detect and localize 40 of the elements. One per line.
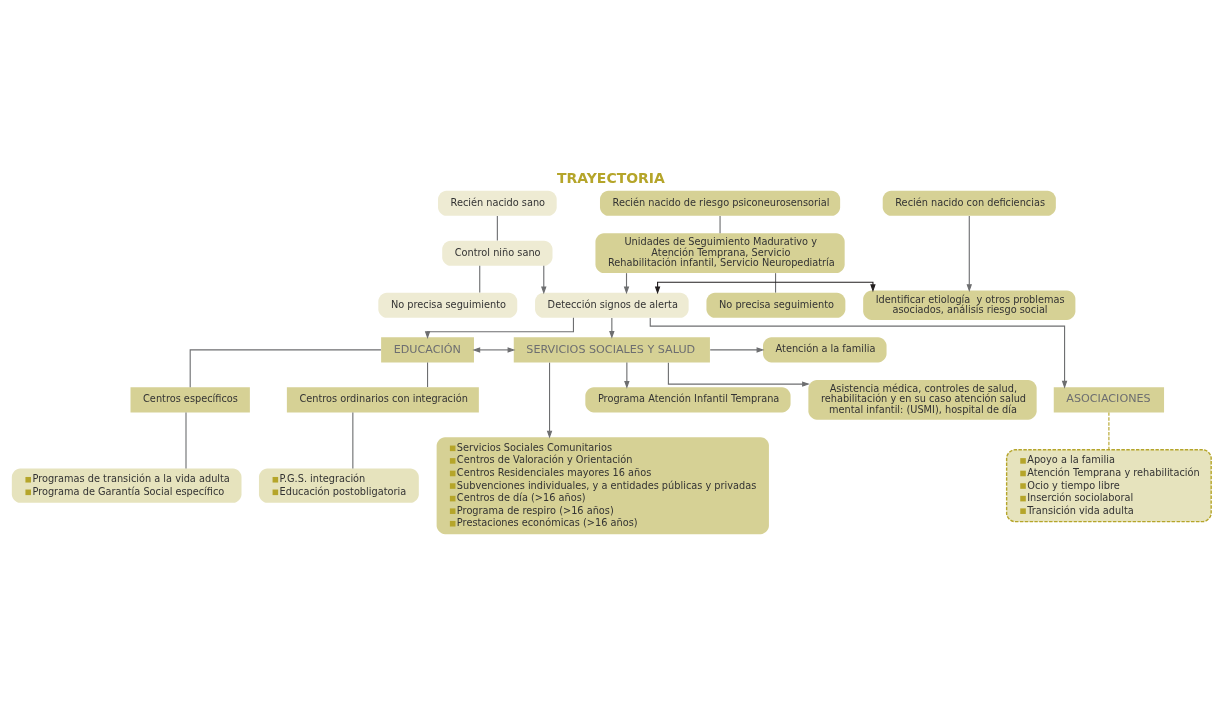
node-box: No precisa seguimiento [378, 292, 518, 318]
connector [185, 411, 187, 469]
node-box: Apoyo a la familia Atención Temprana y rehabilitación Ocio y tiempo libre Inserción sociolaboral Transición vida adulta [1005, 448, 1212, 522]
arrow [654, 281, 876, 294]
arrow [624, 361, 630, 389]
connector [427, 361, 429, 388]
node-box: Asistencia médica, controles de salud, rehabilitación y en su caso atención salud mental infantil: (USMI), hospital de día [808, 379, 1037, 420]
node-box: Recién nacido con deficiencias [882, 190, 1056, 216]
arrow [649, 316, 1068, 389]
arrow [541, 264, 547, 294]
node-box: Unidades de Seguimiento Madurativo y Atención Temprana, Servicio Rehabilitación infantil, Servicio Neuropediatría [595, 232, 845, 273]
node-box: No precisa seguimiento [706, 292, 846, 318]
node-box: SERVICIOS SOCIALES Y SALUD [513, 336, 710, 362]
node-box: Control niño sano [442, 240, 553, 266]
connector [352, 411, 354, 469]
arrow [546, 361, 553, 439]
node-box: EDUCACIÓN [381, 336, 474, 362]
connector [496, 214, 498, 241]
node-box: Programas de transición a la vida adulta Programa de Garantía Social específico [11, 468, 242, 503]
node-box: Centros ordinarios con integración [286, 386, 479, 412]
connector [1108, 411, 1110, 450]
connector [775, 272, 777, 293]
node-box: Detección signos de alerta [535, 292, 689, 318]
node-box: ASOCIACIONES [1053, 386, 1165, 412]
node-box: Centros específicos [130, 386, 250, 412]
node-box: Identificar etiología y otros problemas asociados, análisis riesgo social [863, 290, 1076, 320]
arrow [966, 214, 973, 292]
connector [479, 264, 481, 293]
arrow [667, 361, 810, 387]
diagram-title: TRAYECTORIA [557, 169, 665, 186]
node-box: Recién nacido sano [438, 190, 557, 216]
node-box: Recién nacido de riesgo psiconeurosensorial [600, 190, 841, 216]
node-box: Atención a la familia [763, 336, 887, 362]
connector [189, 348, 382, 388]
node-box: Servicios Sociales Comunitarios Centros de Valoración y Orientación Centros Residenciales mayores 16 años Subvenciones individuales, y a entidades públicas y privadas Centros de día (>16 años) Programa de respiro (>16 años) Prestaciones económicas (>16 años) [436, 436, 769, 534]
arrow [709, 346, 765, 353]
node-box: P.G.S. integración Educación postobligatoria [258, 468, 419, 503]
node-box: Programa Atención Infantil Temprana [585, 386, 791, 412]
arrow [472, 346, 516, 353]
connector [719, 214, 721, 234]
